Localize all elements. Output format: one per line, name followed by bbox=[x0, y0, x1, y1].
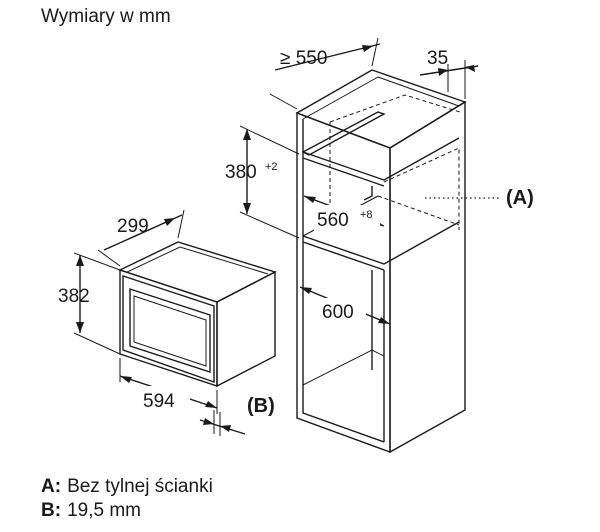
dim-niche-width: 560 +8 bbox=[303, 195, 385, 231]
upper-shelf bbox=[302, 137, 460, 181]
cabinet-drawing bbox=[295, 69, 467, 454]
cabinet-inner-top bbox=[302, 76, 460, 120]
appliance-door-window bbox=[129, 288, 211, 373]
cabinet-right-side bbox=[389, 100, 466, 454]
dim-appliance-height: 382 bbox=[58, 252, 121, 355]
legend-b-text: 19,5 mm bbox=[67, 500, 141, 521]
appliance-front-frame bbox=[122, 275, 215, 383]
dim-cabinet-depth: ≥ 550 bbox=[269, 37, 381, 110]
niche-dashed-right bbox=[383, 147, 460, 230]
dim-offset-b: (B) bbox=[199, 395, 275, 436]
middle-shelf bbox=[302, 221, 460, 265]
side-thickness-label: 35 bbox=[427, 48, 448, 69]
dim-appliance-depth: 299 bbox=[97, 209, 185, 267]
legend-b: B:19,5 mm bbox=[41, 500, 141, 522]
appliance-drawing bbox=[118, 241, 277, 388]
niche-dashed-bottom bbox=[377, 195, 460, 226]
niche-height-tolerance: +2 bbox=[265, 161, 278, 173]
niche-dashed-top bbox=[329, 94, 461, 123]
appliance-right-side bbox=[216, 270, 276, 388]
appliance-height-label: 382 bbox=[58, 286, 90, 307]
dim-niche-height: 380 +2 bbox=[225, 125, 300, 239]
lower-floor-back bbox=[302, 349, 385, 386]
legend-a-text: Bez tylnej ścianki bbox=[67, 476, 213, 497]
appliance-width-label: 594 bbox=[143, 391, 175, 412]
dim-cabinet-width: 600 bbox=[299, 286, 391, 325]
dim-side-thickness: 35 bbox=[419, 48, 479, 99]
middle-shelf-lip bbox=[302, 241, 385, 271]
appliance-front bbox=[119, 269, 218, 387]
legend-a: A:Bez tylnej ścianki bbox=[41, 476, 213, 498]
upper-shelf-lip bbox=[302, 157, 385, 187]
legend-a-key: A: bbox=[41, 476, 62, 497]
cabinet-depth-label: ≥ 550 bbox=[280, 48, 327, 69]
niche-height-label: 380 bbox=[225, 162, 257, 183]
cabinet-top bbox=[295, 69, 467, 149]
niche-width-tolerance: +8 bbox=[360, 209, 373, 221]
dim-appliance-width: 594 bbox=[119, 358, 218, 414]
callout-b-label: (B) bbox=[247, 395, 275, 417]
cabinet-front-left bbox=[296, 111, 391, 454]
cabinet-inner-front bbox=[302, 119, 385, 443]
niche-width-label: 560 bbox=[317, 210, 349, 231]
appliance-door-inner bbox=[133, 295, 207, 367]
legend-b-key: B: bbox=[41, 500, 62, 521]
upper-shelf-edge bbox=[301, 111, 386, 156]
callout-a: (A) bbox=[425, 187, 534, 209]
diagram-title: Wymiary w mm bbox=[41, 6, 171, 27]
niche-bracket bbox=[363, 186, 373, 201]
appliance-depth-label: 299 bbox=[117, 216, 149, 237]
cabinet-width-label: 600 bbox=[322, 302, 354, 323]
appliance-top-inner bbox=[126, 246, 269, 275]
callout-a-label: (A) bbox=[506, 187, 534, 209]
